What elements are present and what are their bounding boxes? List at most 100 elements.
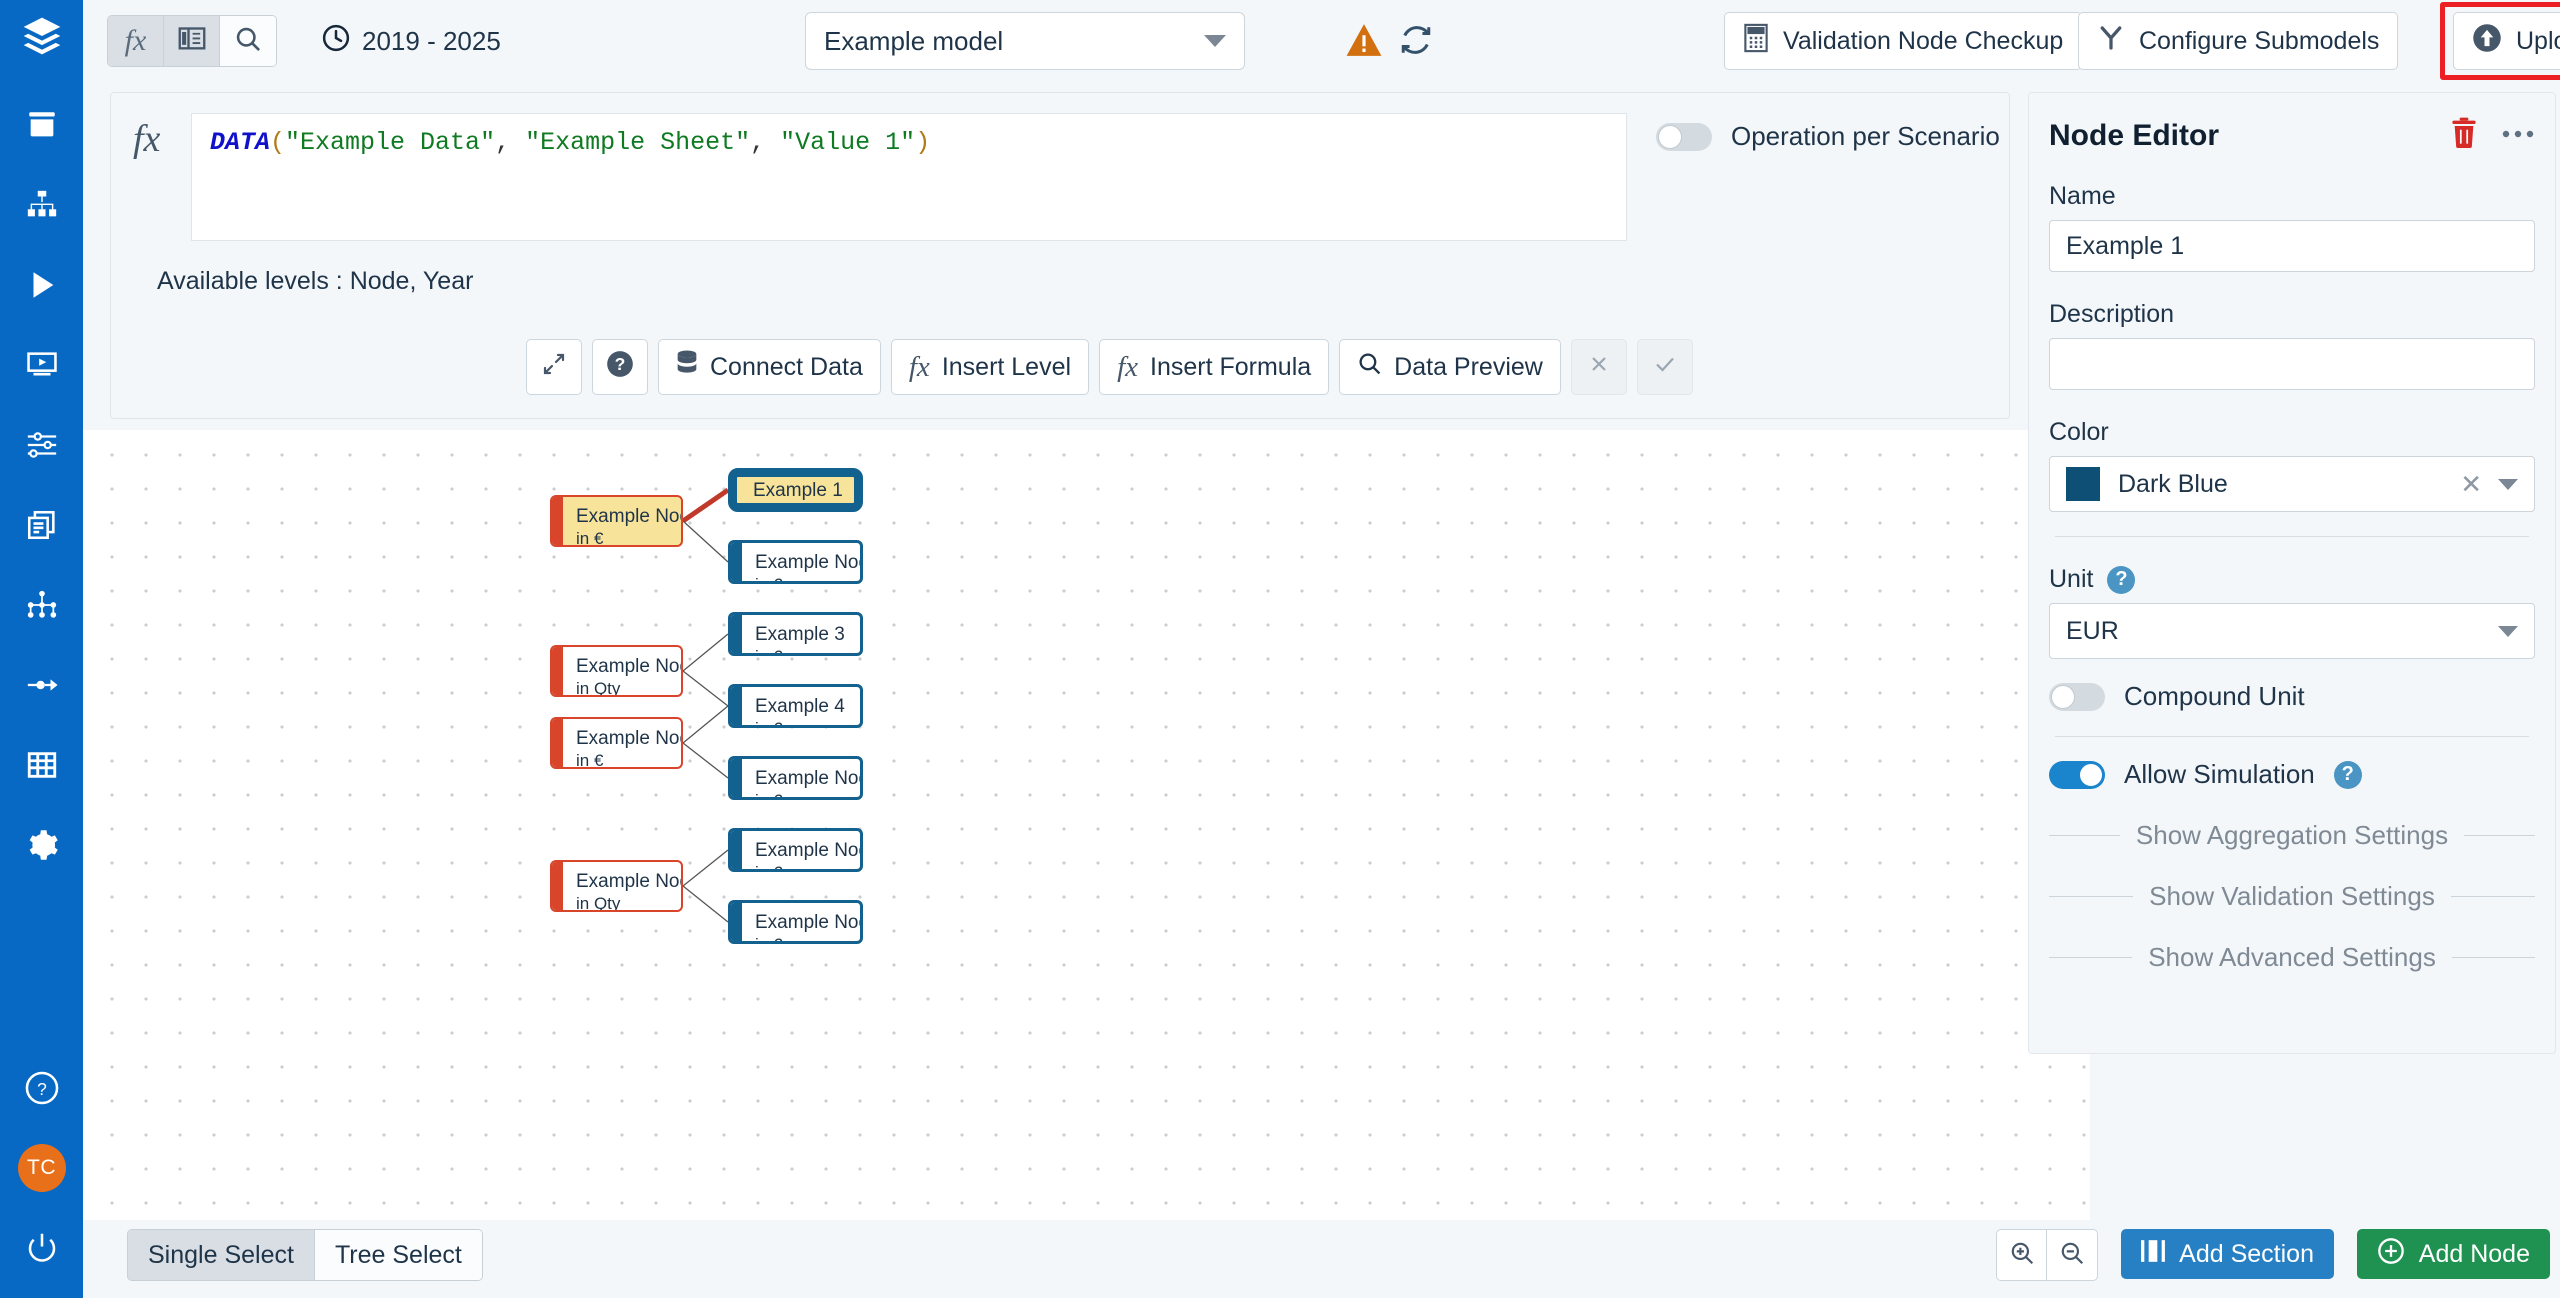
- validation-node-checkup-label: Validation Node Checkup: [1783, 26, 2064, 55]
- node-accent-bar: [552, 647, 563, 695]
- node-title: Example Node 9: [576, 506, 681, 527]
- model-select-value: Example model: [824, 25, 1004, 56]
- question-mark-icon[interactable]: ?: [2107, 565, 2136, 594]
- unit-value: EUR: [2066, 616, 2119, 645]
- chevron-down-icon: [1204, 35, 1226, 47]
- graph-node[interactable]: Example Node 10in Qty: [550, 645, 683, 697]
- refresh-icon[interactable]: [1397, 22, 1435, 63]
- connect-data-button[interactable]: Connect Data: [658, 339, 881, 395]
- graph-node[interactable]: Example Node 6 in €: [728, 828, 863, 872]
- single-select-button[interactable]: Single Select: [128, 1230, 315, 1280]
- graph-node[interactable]: Example Node 5in €: [728, 756, 863, 800]
- node-title: Example Node 6: [755, 840, 860, 861]
- allow-simulation-row: Allow Simulation ?: [2049, 759, 2535, 790]
- graph-node[interactable]: Example Node 7in €: [728, 900, 863, 944]
- close-icon: [1587, 352, 1611, 383]
- data-preview-button[interactable]: Data Preview: [1339, 339, 1561, 395]
- branch-fork-icon: [2097, 23, 2125, 60]
- sidebar-item-help-icon[interactable]: ?: [0, 1048, 83, 1128]
- formula-close-paren: ): [915, 128, 931, 157]
- sidebar-item-gear-icon[interactable]: [0, 805, 83, 885]
- sidebar-item-sliders-icon[interactable]: [0, 405, 83, 485]
- node-editor-title: Node Editor: [2049, 118, 2219, 152]
- sidebar-item-grid-table-icon[interactable]: [0, 725, 83, 805]
- clear-color-icon[interactable]: ✕: [2460, 468, 2482, 499]
- confirm-button[interactable]: [1636, 339, 1693, 395]
- graph-node[interactable]: Example 4in €: [728, 684, 863, 728]
- add-node-label: Add Node: [2418, 1239, 2530, 1268]
- formula-arg-2: "Example Sheet": [525, 128, 751, 157]
- sidebar-item-flow-arrow-icon[interactable]: [0, 645, 83, 725]
- node-accent-bar: [552, 497, 563, 545]
- description-field[interactable]: [2049, 338, 2535, 390]
- expand-arrows-icon: [542, 352, 566, 383]
- sidebar-item-hierarchy-icon[interactable]: [0, 565, 83, 645]
- name-label: Name: [2049, 182, 2116, 210]
- show-aggregation-settings-link[interactable]: Show Aggregation Settings: [2049, 820, 2535, 851]
- operation-per-scenario-toggle[interactable]: [1656, 122, 1712, 151]
- help-button[interactable]: ?: [592, 339, 648, 395]
- allow-simulation-toggle[interactable]: [2049, 760, 2105, 789]
- unit-select[interactable]: EUR: [2049, 603, 2535, 659]
- node-accent-bar: [552, 862, 563, 910]
- node-link: [682, 670, 729, 707]
- node-unit: in €: [576, 751, 604, 769]
- sidebar-item-org-chart-icon[interactable]: [0, 165, 83, 245]
- node-accent-bar: [731, 687, 742, 725]
- chevron-down-icon: [2498, 625, 2518, 637]
- add-section-button[interactable]: Add Section: [2121, 1229, 2334, 1279]
- node-unit: in €: [755, 863, 782, 869]
- formula-arg-1: "Example Data": [285, 128, 496, 157]
- svg-text:?: ?: [615, 353, 626, 373]
- graph-node[interactable]: Example 1in €: [728, 468, 863, 512]
- avatar[interactable]: TC: [0, 1128, 83, 1208]
- sidebar-item-presentation-icon[interactable]: [0, 325, 83, 405]
- upload-data-button[interactable]: Upload Data: [2453, 12, 2560, 70]
- zoom-in-button[interactable]: [1997, 1230, 2047, 1280]
- ellipsis-icon[interactable]: [2501, 127, 2535, 145]
- node-title: Example Node 10: [576, 656, 681, 677]
- sidebar-item-archive-icon[interactable]: [0, 85, 83, 165]
- layers-logo-icon[interactable]: [20, 14, 64, 63]
- model-select[interactable]: Example model: [805, 12, 1245, 70]
- tree-select-button[interactable]: Tree Select: [314, 1230, 482, 1280]
- warning-triangle-icon[interactable]: [1345, 22, 1383, 63]
- divider: [2049, 896, 2134, 897]
- available-levels-text: Available levels : Node, Year: [157, 267, 474, 295]
- add-node-button[interactable]: Add Node: [2356, 1229, 2550, 1279]
- expand-button[interactable]: [526, 339, 582, 395]
- graph-node[interactable]: Example Node 8in Qty: [550, 860, 683, 912]
- insert-formula-button[interactable]: fx Insert Formula: [1099, 339, 1330, 395]
- search-button[interactable]: [220, 16, 276, 66]
- sidebar-item-power-icon[interactable]: [0, 1208, 83, 1288]
- show-validation-settings-link[interactable]: Show Validation Settings: [2049, 881, 2536, 912]
- sidebar-item-play-icon[interactable]: [0, 245, 83, 325]
- formula-mode-button[interactable]: fx: [108, 16, 164, 66]
- validation-node-checkup-button[interactable]: Validation Node Checkup: [1724, 12, 2083, 70]
- insert-level-button[interactable]: fx Insert Level: [890, 339, 1090, 395]
- cancel-button[interactable]: [1570, 339, 1627, 395]
- allow-simulation-label: Allow Simulation: [2124, 759, 2315, 789]
- show-advanced-settings-link[interactable]: Show Advanced Settings: [2049, 942, 2536, 973]
- time-range-control[interactable]: 2019 - 2025: [321, 23, 501, 60]
- node-title: Example Node 5: [755, 768, 860, 789]
- divider: [2451, 957, 2536, 958]
- table-mode-button[interactable]: [164, 16, 220, 66]
- compound-unit-toggle[interactable]: [2049, 682, 2105, 711]
- zoom-out-button[interactable]: [2047, 1230, 2097, 1280]
- node-link: [682, 633, 729, 672]
- node-accent-bar: [731, 759, 742, 797]
- color-select[interactable]: Dark Blue ✕: [2049, 456, 2535, 512]
- model-canvas[interactable]: Example Node 9in €Example 1in €Example N…: [83, 430, 2090, 1220]
- graph-node[interactable]: Example Node 2in €: [728, 540, 863, 584]
- graph-node[interactable]: Example 3in €: [728, 612, 863, 656]
- bottom-toolbar: Single Select Tree Select Add Section: [83, 1220, 2560, 1298]
- graph-node[interactable]: Example Node 11in €: [550, 717, 683, 769]
- formula-input[interactable]: DATA("Example Data", "Example Sheet", "V…: [191, 113, 1627, 241]
- name-field[interactable]: Example 1: [2049, 220, 2535, 272]
- sidebar-item-copy-pages-icon[interactable]: [0, 485, 83, 565]
- graph-node[interactable]: Example Node 9in €: [550, 495, 683, 547]
- question-mark-icon[interactable]: ?: [2333, 760, 2362, 789]
- trash-icon[interactable]: [2449, 117, 2479, 154]
- configure-submodels-button[interactable]: Configure Submodels: [2078, 12, 2399, 70]
